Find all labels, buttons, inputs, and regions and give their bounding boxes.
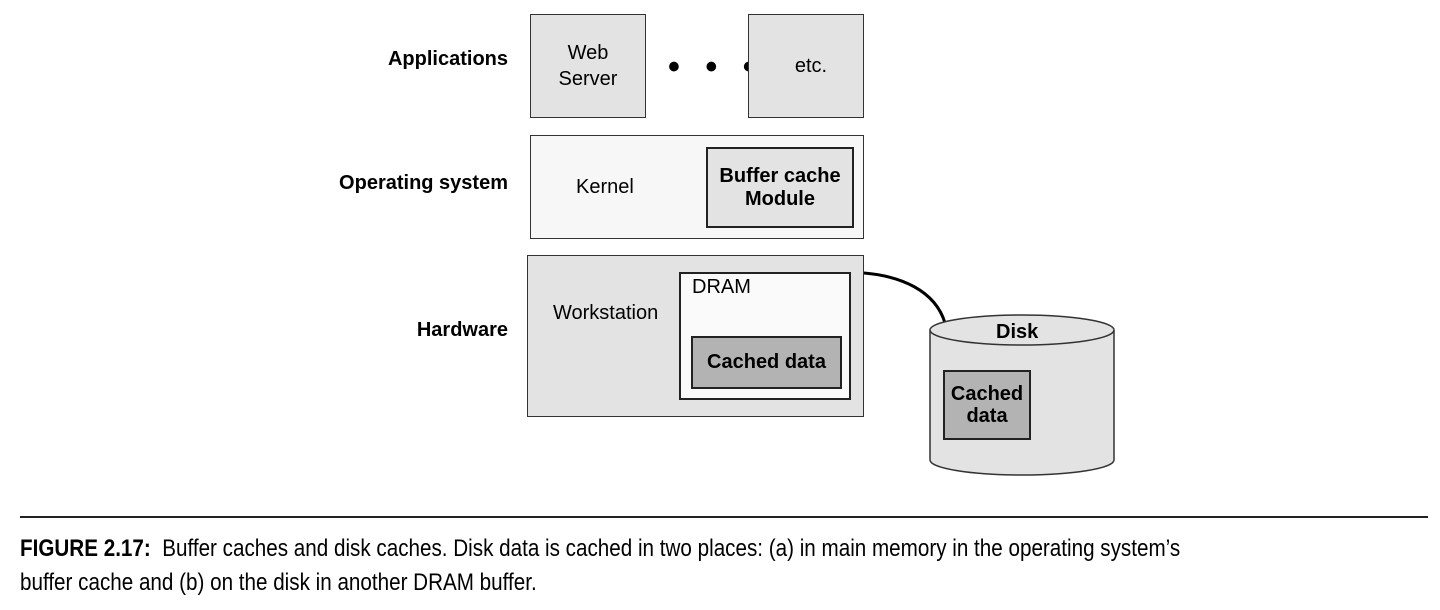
- buffer-cache-label-line2: Module: [745, 187, 815, 210]
- caption-line2: buffer cache and (b) on the disk in anot…: [20, 569, 537, 596]
- dram-label: DRAM: [692, 276, 751, 298]
- etc-box: etc.: [748, 14, 864, 118]
- workstation-box: Workstation DRAM Cached data: [527, 255, 864, 417]
- ellipsis: • • •: [668, 48, 763, 86]
- buffer-cache-module-box: Buffer cache Module: [706, 147, 854, 228]
- caption-line1: Buffer caches and disk caches. Disk data…: [162, 535, 1181, 562]
- disk-cached-data-box: Cached data: [943, 370, 1031, 440]
- dram-cached-data-label: Cached data: [707, 351, 826, 373]
- dram-box: DRAM Cached data: [679, 272, 851, 400]
- etc-label: etc.: [794, 55, 828, 77]
- buffer-cache-label-line1: Buffer cache: [719, 164, 841, 187]
- figure-number: FIGURE 2.17:: [20, 535, 151, 562]
- operating-system-box: Kernel Buffer cache Module: [530, 135, 864, 239]
- caption-divider: [20, 516, 1428, 518]
- disk-label: Disk: [996, 321, 1039, 343]
- layer-label-applications: Applications: [387, 48, 508, 70]
- web-server-box: Web Server: [530, 14, 646, 118]
- kernel-label: Kernel: [576, 176, 634, 198]
- web-server-label-line2: Server: [558, 68, 618, 90]
- dram-disk-connector: [863, 271, 947, 324]
- layer-label-hardware: Hardware: [416, 319, 508, 341]
- workstation-label: Workstation: [553, 302, 659, 324]
- layer-label-operating-system: Operating system: [339, 172, 508, 194]
- figure-caption: FIGURE 2.17: Buffer caches and disk cach…: [20, 532, 1233, 600]
- disk-cached-label-line1: Cached: [950, 383, 1024, 405]
- web-server-label-line1: Web: [567, 42, 609, 64]
- dram-cached-data-box: Cached data: [691, 336, 842, 389]
- disk-cached-label-line2: data: [966, 405, 1008, 427]
